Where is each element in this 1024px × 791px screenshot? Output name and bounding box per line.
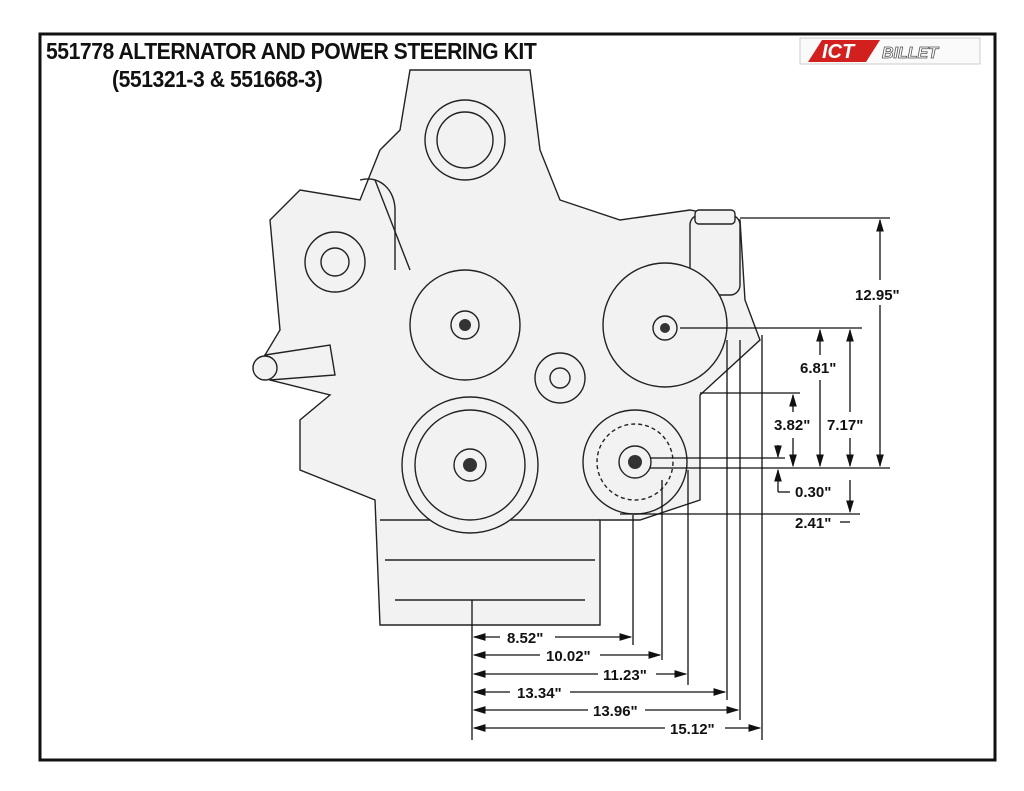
dim-13-34: 13.34" xyxy=(517,685,562,702)
dim-0-30: 0.30" xyxy=(795,484,831,501)
extension-lines xyxy=(471,217,890,740)
dim-7-17: 7.17" xyxy=(827,417,863,434)
tensioner-pulley xyxy=(304,231,366,293)
ict-billet-logo: ICT BILLET xyxy=(799,37,981,65)
dim-2-41: 2.41" xyxy=(795,515,831,532)
power-steering-pulley xyxy=(602,262,728,388)
page-subtitle: (551321-3 & 551668-3) xyxy=(112,66,323,92)
dim-15-12: 15.12" xyxy=(670,721,715,738)
sheet-border xyxy=(38,32,997,762)
dim-6-81: 6.81" xyxy=(800,360,836,377)
throttle-body xyxy=(424,99,506,181)
svg-text:ICT: ICT xyxy=(822,41,856,63)
idler-pulley xyxy=(534,352,586,404)
dim-10-02: 10.02" xyxy=(546,648,591,665)
vertical-dimensions: 12.95" 6.81" 3.82" 7.17" 0.30" 2.41" xyxy=(774,218,900,532)
horizontal-dimensions: 8.52" 10.02" 11.23" 13.34" 13.96" 15.12" xyxy=(472,630,762,738)
water-pump-pulley xyxy=(409,269,521,381)
alternator xyxy=(582,409,688,515)
crank-pulley xyxy=(401,396,539,534)
svg-text:BILLET: BILLET xyxy=(882,45,939,62)
dim-13-96: 13.96" xyxy=(593,703,638,720)
dim-12-95: 12.95" xyxy=(855,287,900,304)
dim-11-23: 11.23" xyxy=(603,667,647,684)
dim-8-52: 8.52" xyxy=(507,630,543,647)
dim-3-82: 3.82" xyxy=(774,417,810,434)
page-title: 551778 ALTERNATOR AND POWER STEERING KIT xyxy=(46,38,537,64)
